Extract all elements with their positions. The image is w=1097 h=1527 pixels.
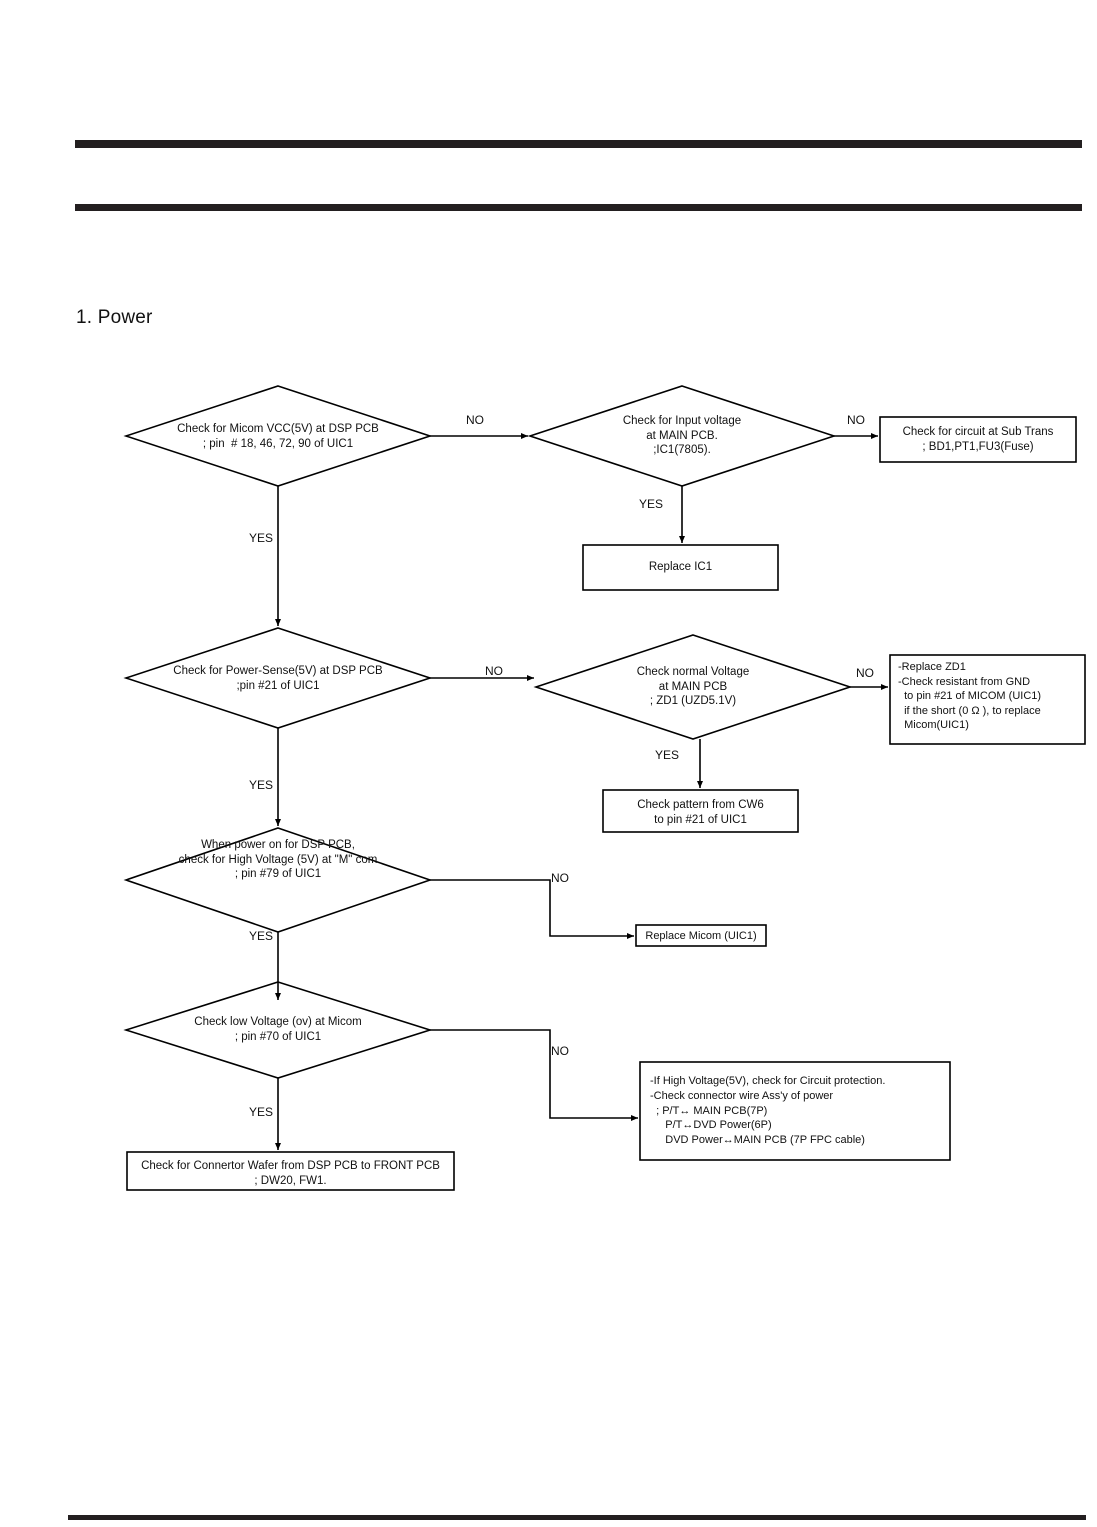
process-shape-b4 xyxy=(602,789,799,833)
process-shape-b7 xyxy=(126,1151,455,1191)
edge-label-no-9: NO xyxy=(551,871,569,885)
decision-shape-d5 xyxy=(123,827,433,933)
edge-label-no-6: NO xyxy=(856,666,874,680)
edge-e11 xyxy=(430,1029,638,1121)
decision-shape-d4 xyxy=(533,634,853,740)
process-shape-b2 xyxy=(582,544,779,591)
footer-rule xyxy=(68,1515,1086,1520)
edge-label-no-2: NO xyxy=(847,413,865,427)
edge-label-yes-4: YES xyxy=(249,531,274,545)
edge-label-yes-12: YES xyxy=(249,1105,274,1119)
edge-label-yes-10: YES xyxy=(249,929,274,943)
edge-e9 xyxy=(430,879,634,939)
header-mid-rule xyxy=(75,204,1082,211)
edge-label-no-1: NO xyxy=(466,413,484,427)
edge-label-yes-8: YES xyxy=(249,778,274,792)
process-shape-b1 xyxy=(879,416,1077,463)
edge-label-yes-7: YES xyxy=(655,748,680,762)
header-top-rule xyxy=(75,140,1082,148)
decision-shape-d3 xyxy=(123,627,433,729)
decision-shape-d1 xyxy=(123,385,433,487)
edge-label-no-5: NO xyxy=(485,664,503,678)
process-shape-b5 xyxy=(635,924,767,947)
edge-label-yes-3: YES xyxy=(639,497,664,511)
process-shape-b6 xyxy=(639,1061,951,1161)
page-title: 1. Power xyxy=(76,307,153,328)
edge-label-no-11: NO xyxy=(551,1044,569,1058)
process-shape-b3 xyxy=(889,654,1086,745)
decision-shape-d2 xyxy=(527,385,837,487)
